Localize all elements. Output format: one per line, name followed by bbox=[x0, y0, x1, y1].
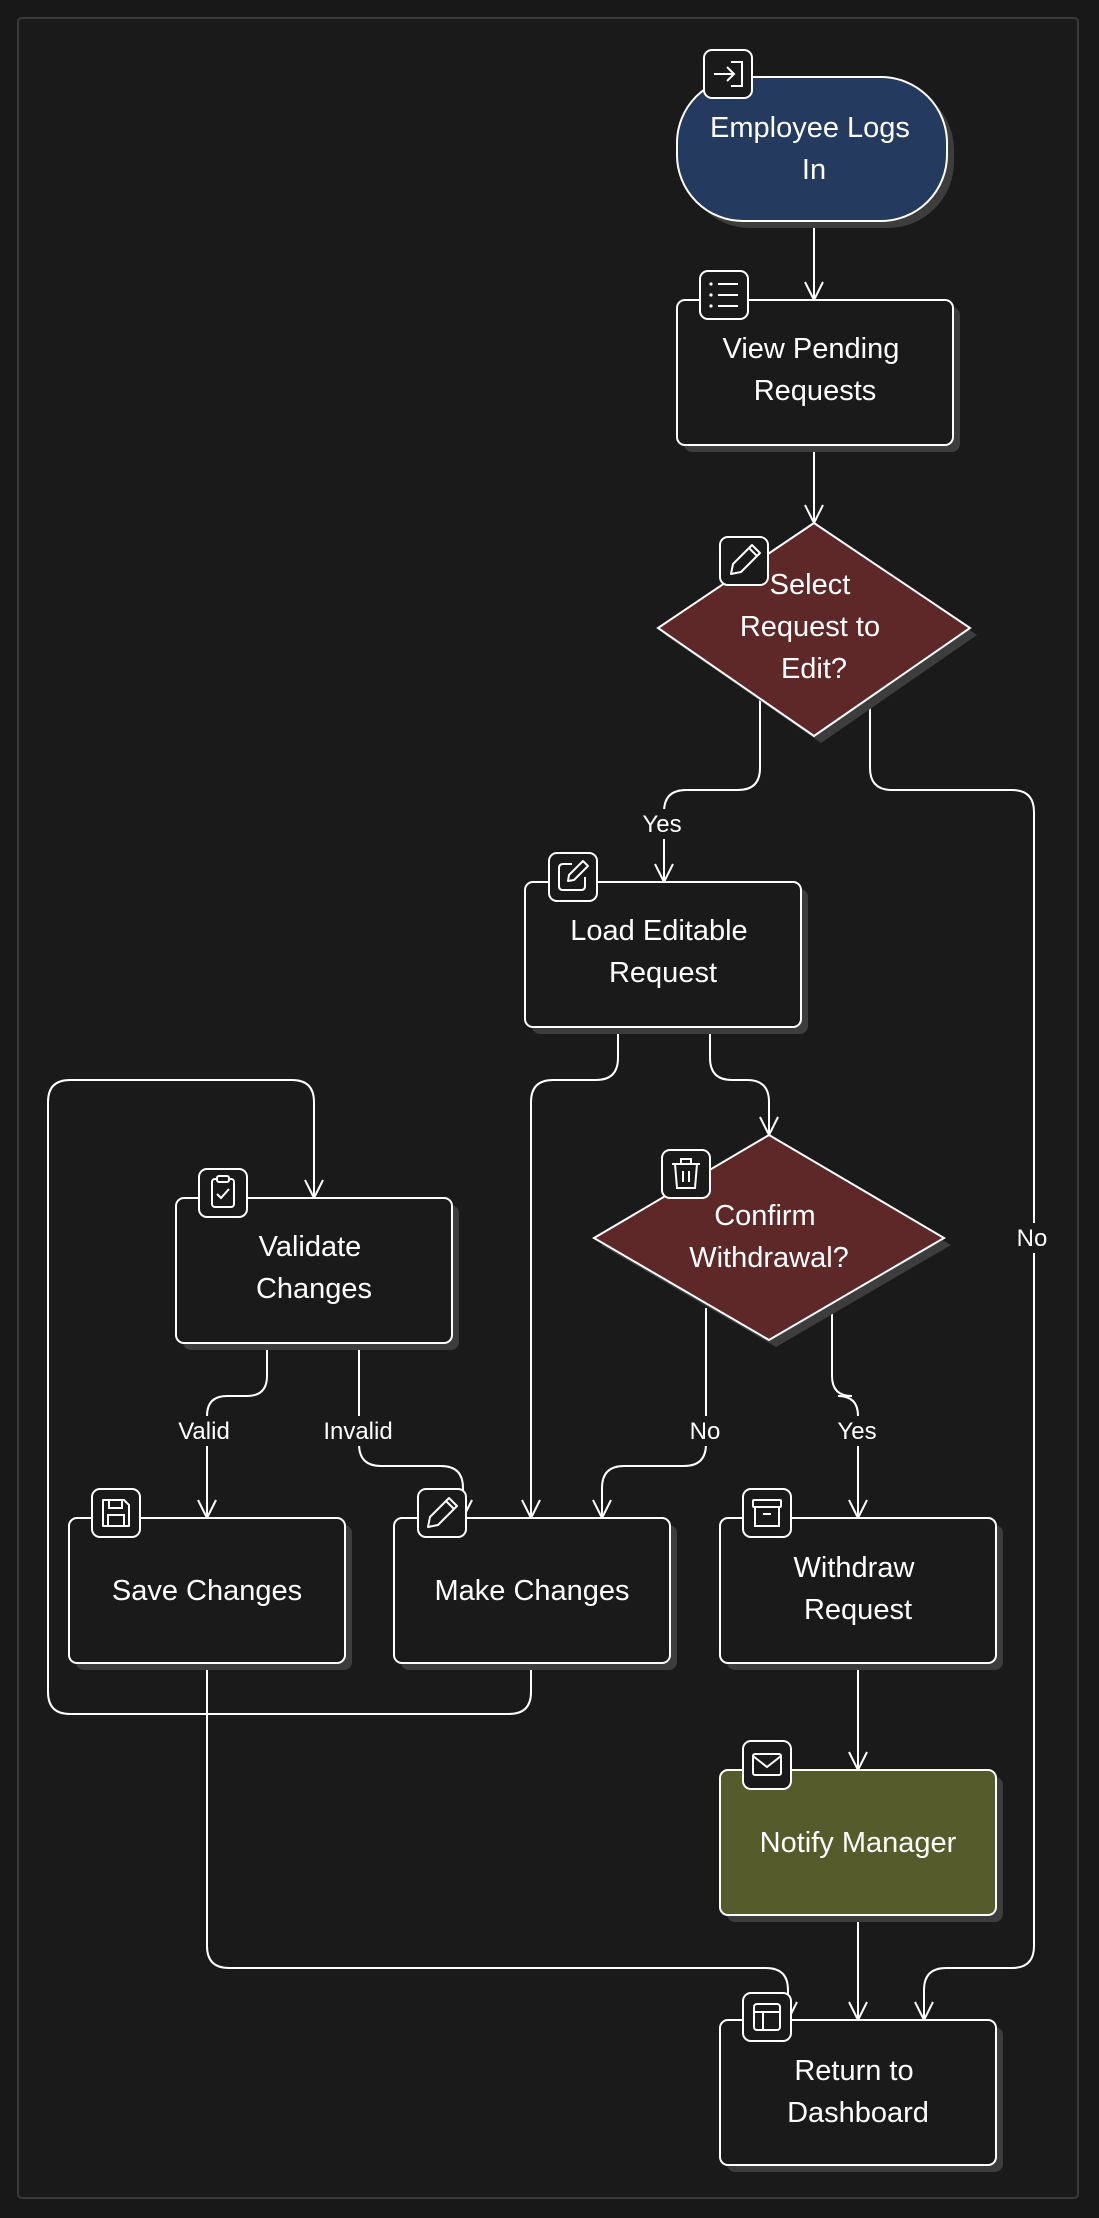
edge-select-yes-to-load bbox=[654, 700, 761, 885]
edge-label-select-yes: Yes bbox=[642, 811, 681, 838]
edge-label-withdraw-no: No bbox=[690, 1418, 721, 1445]
svg-text:Withdraw Request: Withdraw Request bbox=[794, 1552, 923, 1626]
list-icon bbox=[699, 270, 749, 320]
layout-icon bbox=[742, 1992, 792, 2042]
svg-text:Return to Dashboard: Return to Dashboard bbox=[787, 2055, 929, 2129]
node-select-request-to-edit[interactable]: Select Request to Edit? bbox=[656, 521, 977, 743]
node-withdraw-request[interactable]: Withdraw Request bbox=[719, 1488, 1003, 1670]
trash-icon bbox=[661, 1149, 711, 1199]
clipboard-check-icon bbox=[198, 1168, 248, 1218]
pencil-icon bbox=[417, 1488, 467, 1538]
node-return-to-dashboard[interactable]: Return to Dashboard bbox=[719, 1992, 1003, 2172]
node-confirm-withdrawal[interactable]: Confirm Withdrawal? bbox=[592, 1133, 951, 1347]
node-label: Select bbox=[770, 569, 851, 601]
node-label: Requests bbox=[754, 375, 877, 407]
node-label: In bbox=[802, 154, 826, 186]
node-view-pending-requests[interactable]: View Pending Requests bbox=[676, 270, 960, 452]
edge-confirm-no-to-make bbox=[592, 1308, 707, 1521]
edge-make-changes-to-validate bbox=[47, 1079, 532, 1715]
node-label: Save Changes bbox=[112, 1575, 302, 1607]
svg-text:Confirm Withdrawal?: Confirm Withdrawal? bbox=[689, 1200, 849, 1274]
pencil-icon bbox=[719, 536, 769, 586]
svg-text:Load Editable Request: Load Editable Request bbox=[570, 915, 755, 989]
edge-confirm-yes-to-withdraw bbox=[831, 1308, 868, 1521]
edges bbox=[47, 223, 1035, 2023]
edge-label-select-no: No bbox=[1017, 1225, 1048, 1252]
node-label: Withdraw bbox=[794, 1552, 916, 1584]
edit-square-icon bbox=[548, 852, 598, 902]
svg-text:Make Changes: Make Changes bbox=[434, 1575, 629, 1607]
node-validate-changes[interactable]: Validate Changes bbox=[175, 1168, 459, 1350]
edge-label-pads bbox=[170, 809, 1054, 1446]
edge-select-no-to-return bbox=[869, 700, 1035, 2023]
edge-validate-invalid-to-make bbox=[358, 1343, 473, 1521]
node-label: Employee Logs bbox=[710, 112, 910, 144]
node-save-changes[interactable]: Save Changes bbox=[68, 1488, 352, 1670]
node-label: Request to bbox=[740, 611, 880, 643]
edge-save-to-return bbox=[206, 1664, 798, 2023]
save-icon bbox=[91, 1488, 141, 1538]
node-label: Notify Manager bbox=[760, 1827, 957, 1859]
edge-validate-valid-to-save bbox=[197, 1343, 268, 1521]
node-load-editable-request[interactable]: Load Editable Request bbox=[524, 852, 808, 1034]
node-label: Dashboard bbox=[787, 2097, 929, 2129]
svg-text:View Pending Requests: View Pending Requests bbox=[723, 333, 908, 407]
edge-load-to-confirm bbox=[709, 1028, 779, 1138]
archive-icon bbox=[742, 1488, 792, 1538]
mail-icon bbox=[742, 1740, 792, 1790]
node-label: Request bbox=[804, 1594, 912, 1626]
node-label: Return to bbox=[794, 2055, 913, 2087]
node-label: Make Changes bbox=[434, 1575, 629, 1607]
svg-text:Select Request to: Select Request to Edit? bbox=[740, 569, 888, 685]
svg-text:Save Changes: Save Changes bbox=[112, 1575, 302, 1607]
edge-label-invalid: Invalid bbox=[323, 1418, 392, 1445]
edge-label-valid: Valid bbox=[178, 1418, 230, 1445]
svg-text:Employee Logs In: Employee Logs In bbox=[710, 112, 918, 186]
node-label: Edit? bbox=[781, 653, 847, 685]
node-label: Changes bbox=[256, 1273, 372, 1305]
edge-label-withdraw-yes: Yes bbox=[837, 1418, 876, 1445]
node-notify-manager[interactable]: Notify Manager bbox=[719, 1740, 1003, 1922]
svg-text:Notify Manager: Notify Manager bbox=[760, 1827, 957, 1859]
node-label: Withdrawal? bbox=[689, 1242, 849, 1274]
node-label: Confirm bbox=[714, 1200, 816, 1232]
node-label: Validate bbox=[259, 1231, 362, 1263]
node-employee-logs-in[interactable]: Employee Logs In bbox=[676, 49, 954, 228]
node-label: View Pending bbox=[723, 333, 900, 365]
node-label: Request bbox=[609, 957, 717, 989]
login-icon bbox=[703, 49, 753, 99]
node-label: Load Editable bbox=[570, 915, 747, 947]
edge-labels: Yes No Valid Invalid No Yes bbox=[178, 811, 1047, 1445]
node-make-changes[interactable]: Make Changes bbox=[393, 1488, 677, 1670]
edge-load-to-make-changes bbox=[521, 1028, 619, 1521]
svg-text:Validate Changes: Validate Changes bbox=[256, 1231, 372, 1305]
